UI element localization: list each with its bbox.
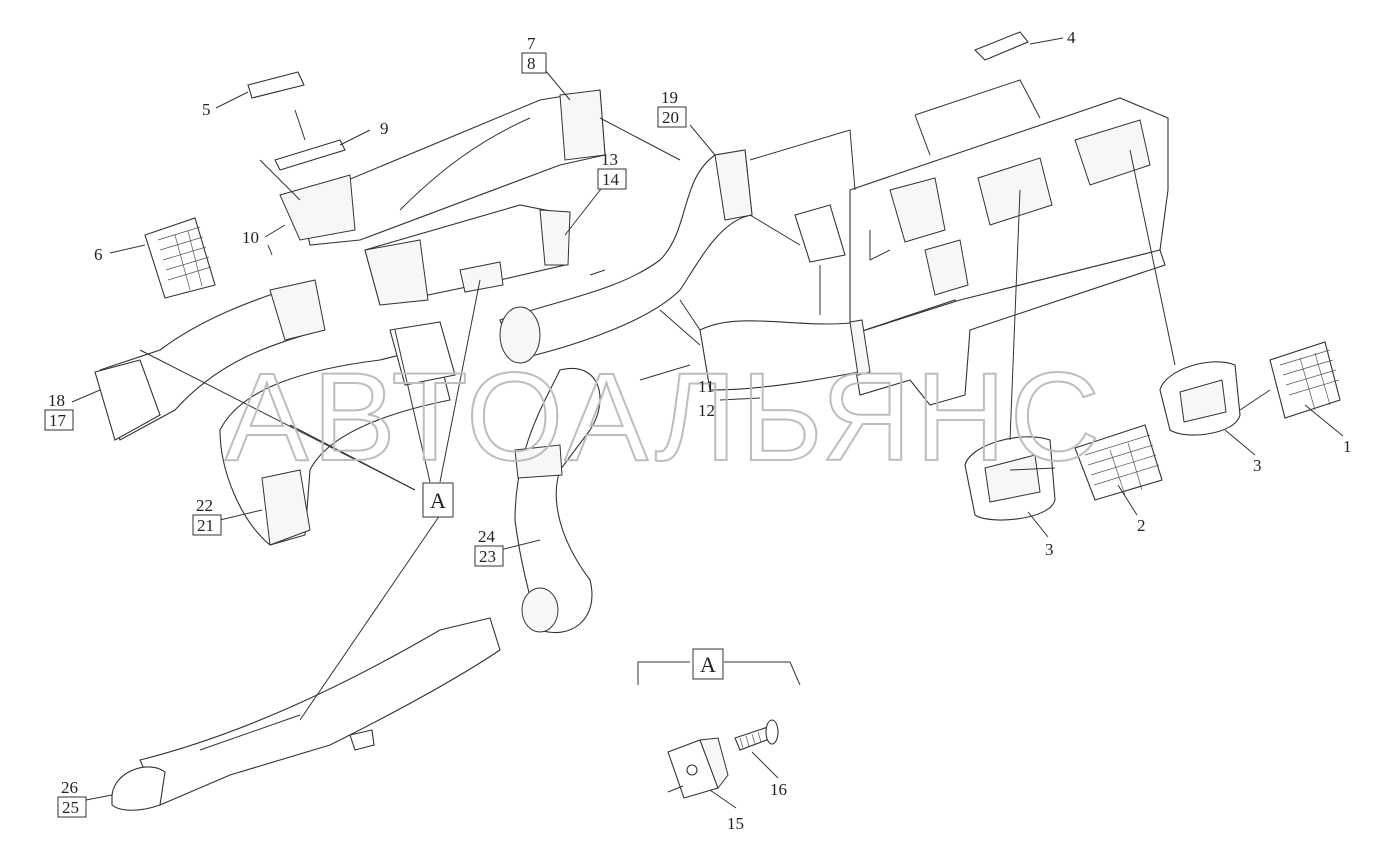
callout-23: 23	[479, 547, 496, 566]
callout-1: 1	[1343, 437, 1352, 456]
callout-3-right: 3	[1253, 456, 1262, 475]
right-vents	[964, 341, 1341, 521]
boxed-callout-21: 21	[192, 514, 222, 536]
boxed-callout-20: 20	[657, 106, 687, 128]
callout-13: 13	[601, 150, 618, 169]
callout-16: 16	[770, 780, 787, 799]
lower-left-duct	[219, 321, 456, 546]
callout-25: 25	[62, 798, 79, 817]
leader-lines	[71, 37, 1344, 809]
callout-12: 12	[698, 401, 715, 420]
boxed-callout-23: 23	[474, 545, 504, 567]
callout-7: 7	[527, 34, 536, 53]
detail-marker-a-label: A	[700, 652, 716, 677]
view-marker-a-label: A	[430, 488, 446, 513]
upper-middle-duct	[364, 204, 571, 306]
callout-6: 6	[94, 245, 103, 264]
boxed-callout-8: 8	[521, 52, 547, 74]
callout-15: 15	[727, 814, 744, 833]
callout-18: 18	[48, 391, 65, 410]
dashboard-housing	[849, 79, 1169, 406]
callout-labels: 1 2 3 3 4 5 6 7 8 9 10 11 12 13 14 15 16…	[44, 28, 1352, 833]
callout-17: 17	[49, 411, 67, 430]
callout-8: 8	[527, 54, 536, 73]
callout-3-left: 3	[1045, 540, 1054, 559]
top-duct	[247, 71, 606, 256]
callout-4: 4	[1067, 28, 1076, 47]
center-right-duct	[699, 204, 871, 391]
callout-19: 19	[661, 88, 678, 107]
callout-2: 2	[1137, 516, 1146, 535]
detail-a-clip-screw	[637, 661, 801, 799]
callout-11: 11	[698, 377, 714, 396]
left-duct-assembly	[94, 217, 326, 441]
callout-20: 20	[662, 108, 679, 127]
view-marker-a: A	[422, 482, 454, 518]
detail-marker-a: A	[692, 648, 724, 680]
callout-26: 26	[61, 778, 78, 797]
callout-10: 10	[242, 228, 259, 247]
boxed-callout-25: 25	[57, 796, 87, 818]
boxed-callout-14: 14	[597, 168, 627, 190]
small-cap-4	[974, 31, 1029, 61]
long-floor-duct	[111, 617, 501, 811]
s-duct	[499, 149, 753, 364]
callout-9: 9	[380, 119, 389, 138]
callout-21: 21	[197, 516, 214, 535]
lower-center-duct	[514, 367, 601, 634]
callout-5: 5	[202, 100, 211, 119]
callout-14: 14	[602, 170, 620, 189]
callout-24: 24	[478, 527, 496, 546]
boxed-callout-17: 17	[44, 409, 74, 431]
watermark-text: АВТОАЛЬЯНС	[225, 348, 1104, 487]
callout-22: 22	[196, 496, 213, 515]
